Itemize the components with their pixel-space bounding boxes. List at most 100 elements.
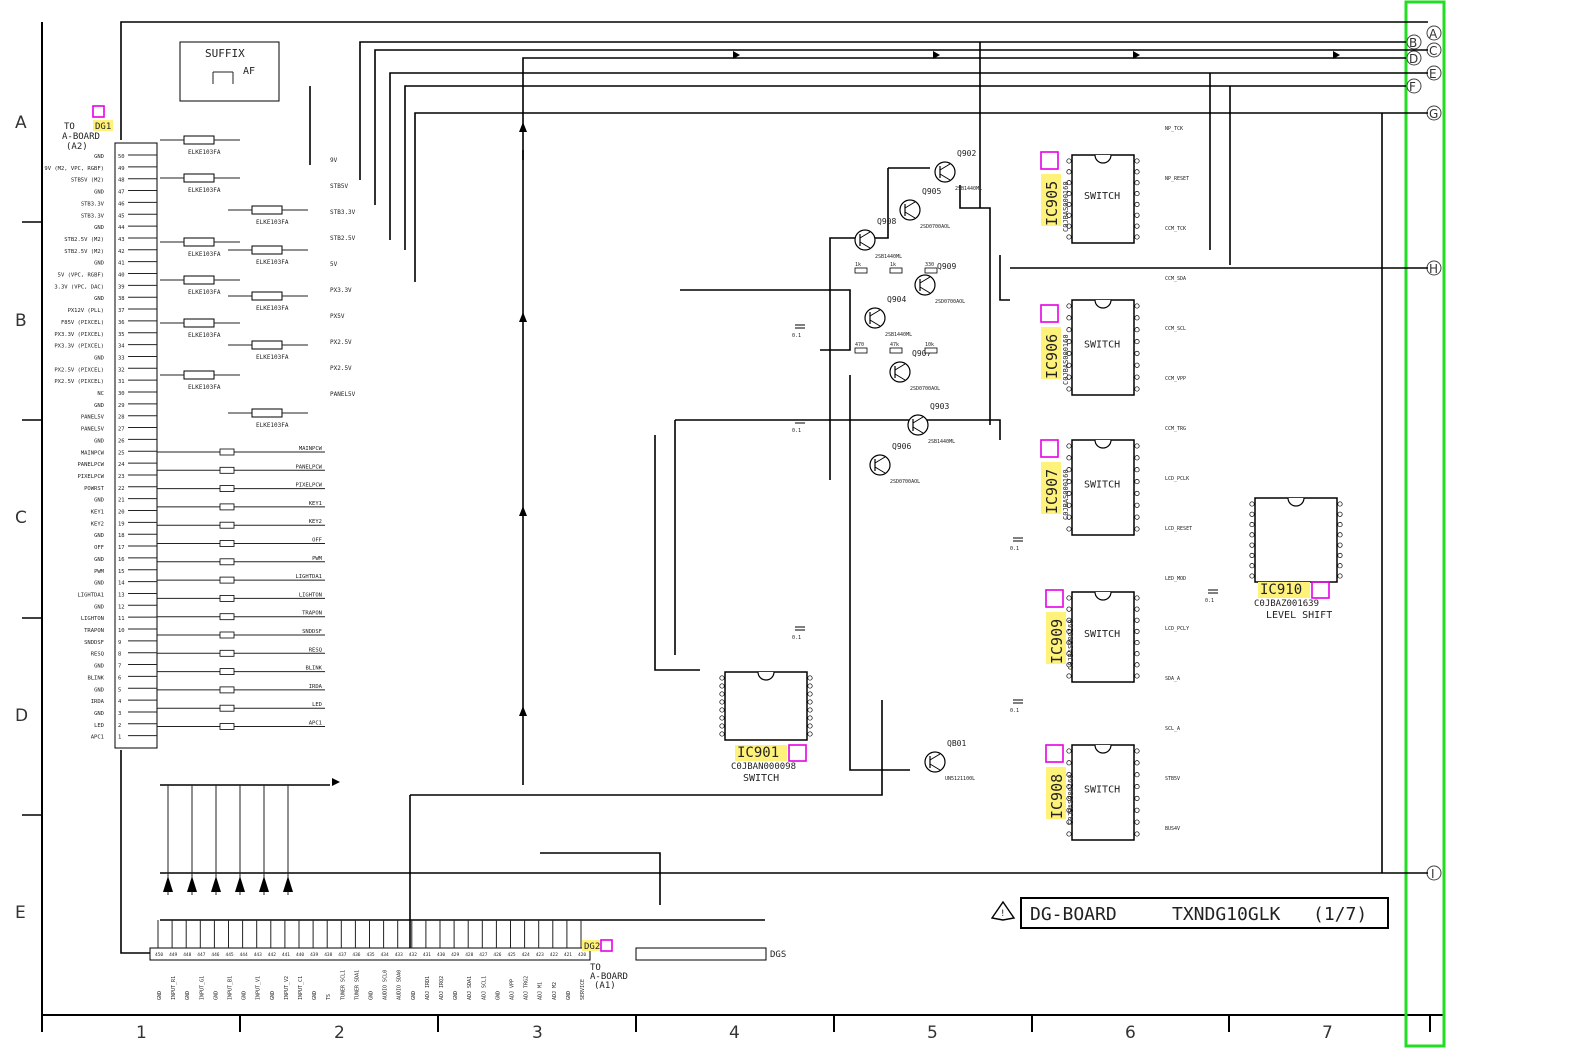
supply-net: PX2.5V xyxy=(330,339,352,346)
ctrl-net: LIGHTON xyxy=(157,592,325,602)
suffix-code: AF xyxy=(243,66,255,77)
row-label-c: C xyxy=(15,508,27,528)
dg2-pin-number: 438 xyxy=(324,952,332,958)
ctrl-net: LED xyxy=(157,702,325,712)
column-labels: 1 2 3 4 5 6 7 xyxy=(41,1015,1333,1043)
bus-terminal-e: E xyxy=(1426,65,1442,81)
filter-part: ELKE103FA xyxy=(188,187,221,194)
dg1-pin-number: 5 xyxy=(118,687,121,693)
supply-net-label: PX5V xyxy=(330,313,345,320)
dg2-pin-number: 443 xyxy=(254,952,262,958)
svg-text:A-BOARD: A-BOARD xyxy=(62,132,100,142)
ic-net-label: SCL_A xyxy=(1165,726,1180,732)
top-bus-wires xyxy=(120,21,1428,954)
dg1-pin-number: 38 xyxy=(118,296,125,302)
ctrl-net-label: TRAPON xyxy=(302,611,322,617)
transistor-ref: Q909 xyxy=(937,262,956,271)
ic-func: SWITCH xyxy=(1084,191,1120,202)
board-title: DG-BOARD xyxy=(1030,904,1117,925)
dg1-pin-name: RESQ xyxy=(91,652,104,658)
ic-net-label: CCM_TRG xyxy=(1165,426,1186,432)
svg-text:TO: TO xyxy=(64,122,75,132)
dg2-pin-number: 432 xyxy=(409,952,417,958)
resistor: 330 xyxy=(924,262,938,274)
ic-net: SDA_A xyxy=(1165,676,1180,682)
ctrl-net: APC1 xyxy=(157,721,325,730)
ctrl-net-label: BLINK xyxy=(305,666,322,672)
row-label-e: E xyxy=(15,903,26,923)
ic-net: CCM_TCK xyxy=(1165,226,1186,232)
dg1-pin-number: 17 xyxy=(118,545,125,551)
filter-part: ELKE103FA xyxy=(188,289,221,296)
dg2-pin-number: 435 xyxy=(367,952,375,958)
ctrl-net-label: LIGHTDA1 xyxy=(296,574,323,580)
dg1-pin-name: PX2.5V (PIXCEL) xyxy=(54,379,104,385)
ctrl-net-label: OFF xyxy=(312,538,322,544)
dg2-pin-name: AUDIO SDA0 xyxy=(397,970,403,1000)
col-label-1: 1 xyxy=(136,1023,147,1043)
col-label-7: 7 xyxy=(1322,1023,1333,1043)
ctrl-net: KEY2 xyxy=(157,519,325,529)
ic-ref: IC905 xyxy=(1043,181,1061,226)
dg1-pin: PX12V (PLL)37 xyxy=(68,308,157,314)
resistor-value: 10k xyxy=(925,342,934,348)
svg-text:H: H xyxy=(1429,262,1438,276)
dg1-pin: PX3.3V (PIXCEL)35 xyxy=(54,332,157,338)
col-label-4: 4 xyxy=(729,1023,740,1043)
transistor-part: 2SB1440ML xyxy=(875,254,902,260)
dg1-pin-number: 28 xyxy=(118,415,125,421)
dg2-pin-name: GND xyxy=(242,991,248,1000)
dg2-pin-number: 446 xyxy=(211,952,219,958)
ic-func: LEVEL SHIFT xyxy=(1266,610,1332,621)
dg1-pin-number: 29 xyxy=(118,403,125,409)
transistor-part: 2SB1440ML xyxy=(955,186,982,192)
signal-arrow xyxy=(283,785,293,895)
dg1-pin-name: IRDA xyxy=(91,699,105,705)
ic-func: SWITCH xyxy=(1084,340,1120,351)
control-lines: MAINPCWPANELPCWPIXELPCWKEY1KEY2OFFPWMLIG… xyxy=(157,157,356,730)
ic-part: C0JBAS000160 xyxy=(1067,619,1075,670)
ic-ref: IC910 xyxy=(1260,582,1302,598)
bus-terminal-a: A xyxy=(1426,25,1442,41)
dg1-pin-name: GND xyxy=(94,498,104,504)
dg1-pin-name: PX12V (PLL) xyxy=(68,308,104,314)
svg-text:!: ! xyxy=(1000,909,1005,919)
ic-part: C0JBAS000160 xyxy=(1062,181,1070,232)
resistor: 470 xyxy=(854,342,868,354)
dg1-pin-name: LIGHTDA1 xyxy=(78,592,105,598)
dg2-connector: DG2 TO A-BOARD (A1) GND450INPUT_R1449GND… xyxy=(149,920,786,1000)
ctrl-net-label: PANELPCW xyxy=(296,464,323,470)
dg1-pin-number: 26 xyxy=(118,438,125,444)
ic-net-label: CCM_TCK xyxy=(1165,226,1186,232)
ctrl-net-label: KEY2 xyxy=(309,519,322,525)
dg1-pin-number: 27 xyxy=(118,427,125,433)
capacitor: 0.1 xyxy=(792,324,805,339)
dg1-pin-name: SNDDSF xyxy=(84,640,104,646)
ic-net: STB5V xyxy=(1165,776,1180,782)
dg2-pin-name: INPUT_C1 xyxy=(298,976,304,1000)
ic-net-label: CCM_SCL xyxy=(1165,326,1186,332)
dg2-pin-number: 425 xyxy=(508,952,516,958)
svg-text:A-BOARD: A-BOARD xyxy=(590,972,628,982)
